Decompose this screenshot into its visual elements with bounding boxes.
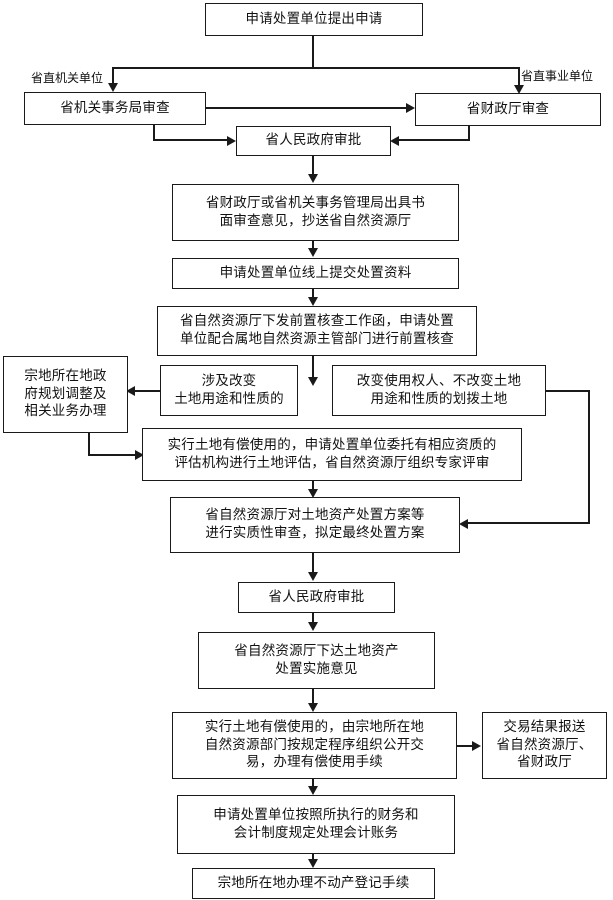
node-implementation-opinion[interactable]: 省自然资源厅下达土地资产 处置实施意见 [198,632,435,689]
node-public-transaction[interactable]: 实行土地有偿使用的，由宗地所在地 自然资源部门按规定程序组织公开交 易，办理有偿… [172,712,457,779]
node-written-review-opinion[interactable]: 省财政厅或省机关事务管理局出具书 面审查意见，抄送省自然资源厅 [172,184,459,241]
connector-n6-to-n7 [312,288,314,299]
arrow-into-n6 [308,248,318,257]
arrow-into-n13 [308,572,318,581]
node-text: 实行土地有偿使用的，由宗地所在地 自然资源部门按规定程序组织公开交 易，办理有偿… [204,718,425,771]
connector-n2-to-n4 [153,139,228,141]
connector-split-right [518,67,520,87]
connector-n11-to-n12 [312,480,314,491]
connector-split-left [112,67,114,85]
node-text: 省自然资源厅对土地资产处置方案等 进行实质性审查，拟定最终处置方案 [205,507,425,541]
arrow-into-n4-left [227,136,236,146]
arrow-into-n15 [308,703,318,712]
connector-n2-to-n3 [205,107,407,109]
node-property-registration[interactable]: 宗地所在地办理不动产登记手续 [192,868,435,899]
connector-n8-to-n11 [88,454,138,456]
node-text: 省财政厅审查 [466,100,550,117]
arrow-into-n3-left [406,103,415,113]
node-text: 省机关事务局审查 [60,99,170,116]
arrow-into-n17 [308,786,318,795]
arrow-into-n12-right [459,519,468,529]
connector-n9-to-n8 [128,390,162,392]
node-text: 省人民政府审批 [265,132,362,149]
node-text: 申请处置单位线上提交处置资料 [219,264,412,281]
node-accounting-treatment[interactable]: 申请处置单位按照所执行的财务和 会计制度规定处理会计账务 [177,795,455,854]
node-online-submit-materials[interactable]: 申请处置单位线上提交处置资料 [172,258,459,289]
node-finance-dept-review[interactable]: 省财政厅审查 [415,93,601,126]
node-text: 申请处置单位提出申请 [245,10,383,27]
node-text: 宗地所在地政 府规划调整及 相关业务办理 [24,367,107,420]
connector-n5-to-n6 [312,240,314,250]
arrow-into-n4-right [390,136,399,146]
arrow-branch-point [308,377,318,386]
connector-n15-to-n17 [312,778,314,788]
connector-split-bar [112,67,520,69]
connector-n12-to-n13 [312,552,314,573]
node-text: 省自然资源厅下发前置核查工作函，申请处置 单位配合属地自然资源主管部门进行前置核… [180,313,454,347]
connector-n13-to-n14 [312,612,314,624]
arrow-into-n2 [108,83,118,92]
connector-n2-down [153,124,155,141]
edge-label-provincial-agency: 省直机关单位 [31,71,104,85]
arrow-into-n18 [308,859,318,868]
connector-n3-to-n4 [398,139,470,141]
connector-n15-to-n16 [456,745,474,747]
connector-n1-down [312,35,314,68]
arrow-into-n14 [308,622,318,631]
connector-n8-down [88,432,90,456]
node-text: 申请处置单位按照所执行的财务和 会计制度规定处理会计账务 [213,806,419,841]
node-agency-bureau-review[interactable]: 省机关事务局审查 [24,92,206,125]
node-text: 宗地所在地办理不动产登记手续 [217,874,410,891]
node-text: 省财政厅或省机关事务管理局出具书 面审查意见，抄送省自然资源厅 [205,194,426,229]
node-provincial-government-approval-1[interactable]: 省人民政府审批 [236,126,391,156]
node-text: 实行土地有偿使用的，申请处置单位委托有相应资质的 评估机构进行土地评估，省自然资… [167,436,497,471]
arrow-into-n12 [308,489,318,498]
node-apply-submission[interactable]: 申请处置单位提出申请 [205,3,423,36]
arrow-into-n11 [135,450,144,460]
node-text: 涉及改变 土地用途和性质的 [174,372,284,407]
connector-n10-to-n12 [468,522,590,524]
node-provincial-government-approval-2[interactable]: 省人民政府审批 [238,582,395,613]
connector-n7-down [312,355,314,379]
connector-n17-to-n18 [312,853,314,861]
node-local-government-planning[interactable]: 宗地所在地政 府规划调整及 相关业务办理 [3,356,128,433]
connector-n10-right [545,390,590,392]
node-text: 省自然资源厅下达土地资产 处置实施意见 [234,642,399,677]
node-land-appraisal[interactable]: 实行土地有偿使用的，申请处置单位委托有相应资质的 评估机构进行土地评估，省自然资… [142,428,522,481]
connector-n14-to-n15 [312,688,314,705]
connector-n10-down [588,390,590,524]
arrow-into-n3 [514,85,524,94]
edge-label-provincial-institution: 省直事业单位 [521,69,594,83]
node-pre-verification-letter[interactable]: 省自然资源厅下发前置核查工作函，申请处置 单位配合属地自然资源主管部门进行前置核… [157,306,477,356]
node-text: 改变使用权人、不改变土地 用途和性质的划拨土地 [356,372,522,407]
node-report-transaction-result[interactable]: 交易结果报送 省自然资源厅、 省财政厅 [482,712,607,779]
node-text: 省人民政府审批 [268,588,365,605]
node-substantive-review[interactable]: 省自然资源厅对土地资产处置方案等 进行实质性审查，拟定最终处置方案 [170,497,460,553]
connector-n4-to-n5 [312,155,314,176]
node-text: 交易结果报送 省自然资源厅、 省财政厅 [496,718,593,771]
node-change-land-use[interactable]: 涉及改变 土地用途和性质的 [160,365,298,416]
node-change-user-allocated-land[interactable]: 改变使用权人、不改变土地 用途和性质的划拨土地 [332,365,546,416]
arrow-into-n7 [308,297,318,306]
arrow-into-n5 [308,174,318,183]
arrow-into-n16 [472,741,481,751]
connector-n3-down [468,125,470,141]
arrow-into-n8 [126,386,135,396]
